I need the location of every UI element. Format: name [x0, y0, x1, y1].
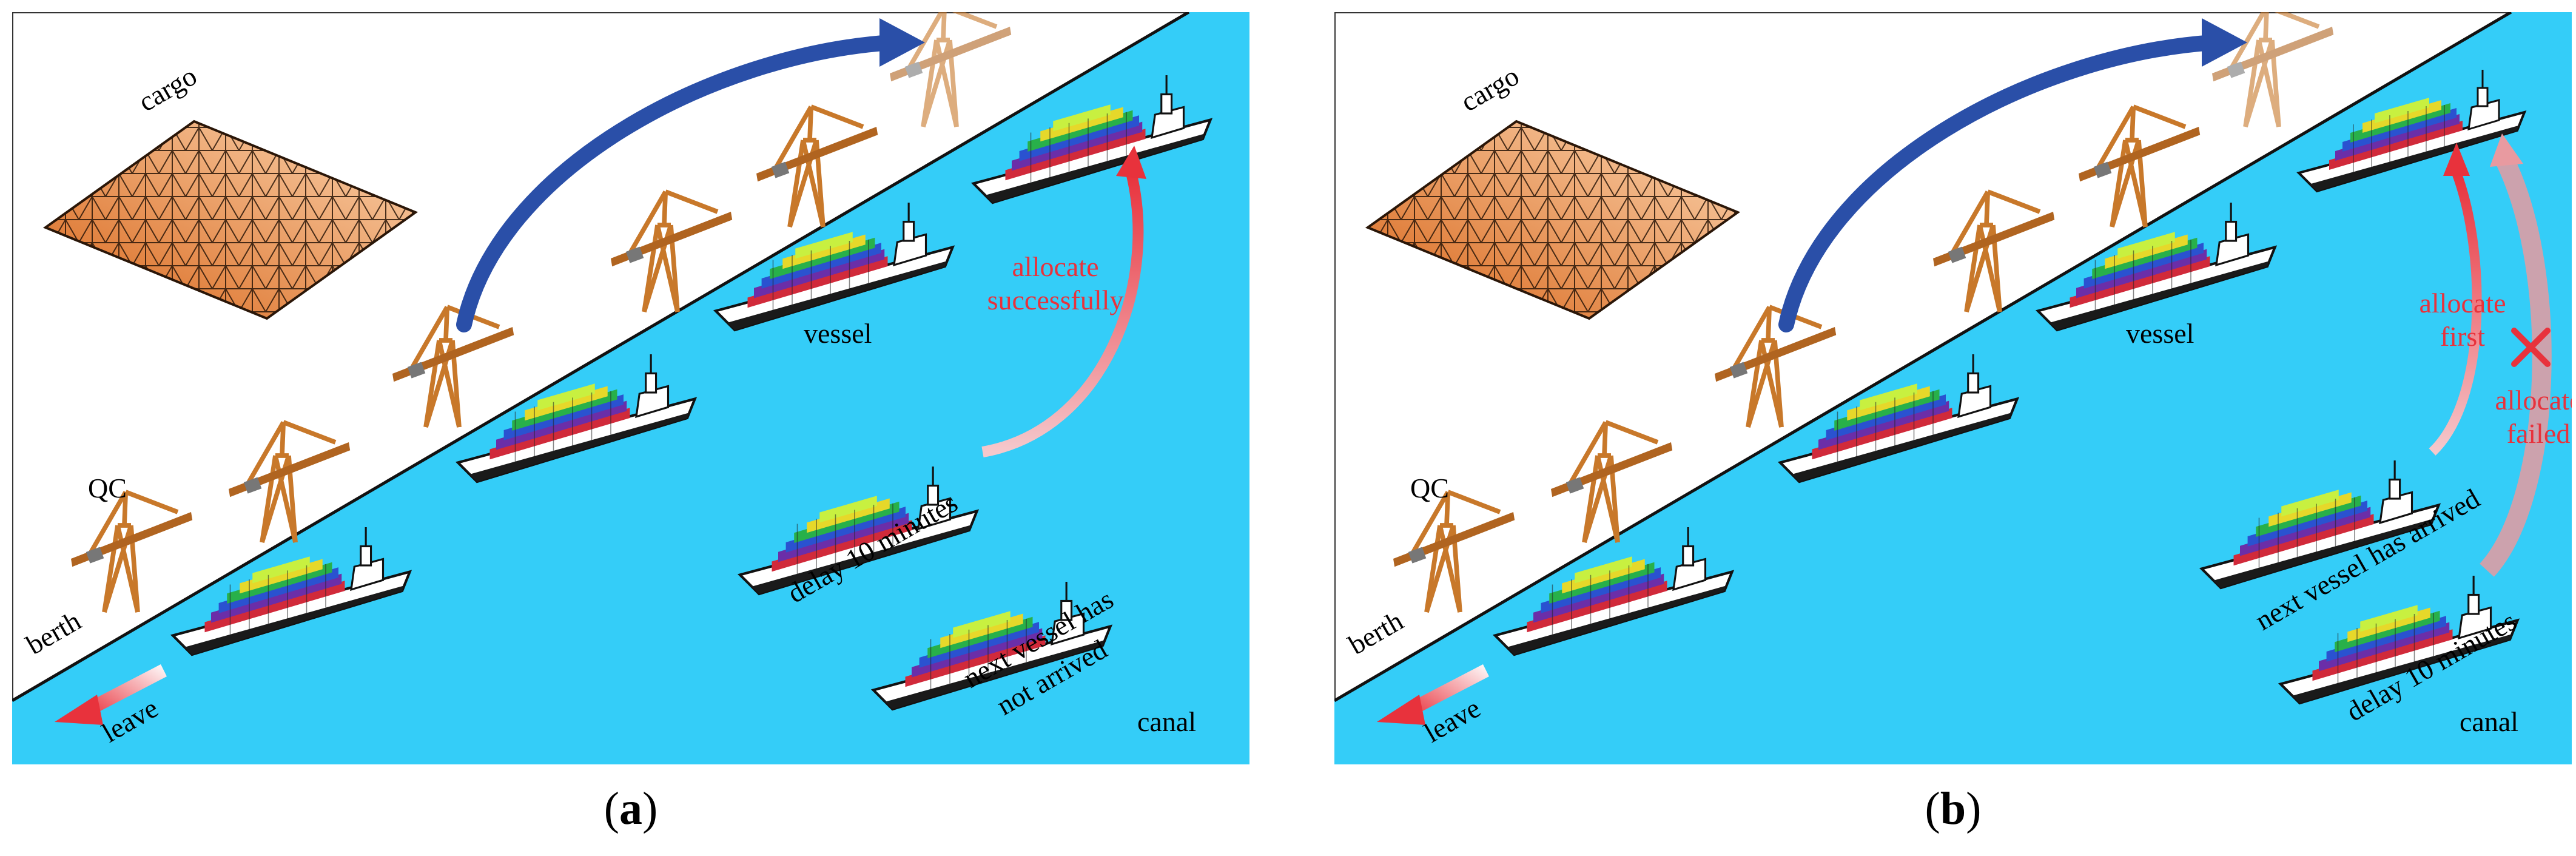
label-allocate-line1: allocate — [1012, 251, 1098, 282]
leave-arrowhead — [55, 695, 103, 725]
leave-arrowhead — [1377, 695, 1425, 725]
label-allocate-failed-line1: allocate — [2495, 385, 2572, 416]
crane-move-arrow — [456, 35, 900, 332]
allocate-first-arrow — [2429, 171, 2482, 456]
panel-b: cargo QC berth vessel allocate first all… — [1334, 12, 2572, 764]
panel-b-scene: cargo QC berth vessel allocate first all… — [1334, 12, 2572, 764]
allocate-failed-arrowhead — [2490, 133, 2523, 167]
caption-a: (a) — [604, 783, 658, 834]
label-qc: QC — [88, 473, 127, 504]
label-canal: canal — [1137, 706, 1196, 737]
panel-a-scene: cargo QC berth vessel allocate successfu… — [12, 12, 1249, 764]
leave-arrow — [85, 664, 167, 716]
berth-line — [1334, 12, 2512, 703]
label-allocate-first-line2: first — [2440, 321, 2485, 352]
crane-move-arrowhead — [879, 18, 925, 67]
label-vessel: vessel — [804, 318, 872, 349]
leave-arrow — [1407, 664, 1489, 716]
label-allocate-failed-line2: failed — [2507, 418, 2571, 449]
crane-move-arrow — [1778, 35, 2222, 332]
label-qc: QC — [1410, 473, 1449, 504]
allocate-failed-arrow — [2479, 157, 2552, 577]
cargo-yard — [1365, 120, 1741, 320]
berth-line — [12, 12, 1190, 703]
crane-move-arrowhead — [2202, 18, 2247, 67]
panel-a: cargo QC berth vessel allocate successfu… — [12, 12, 1249, 764]
allocate-first-arrowhead — [2443, 143, 2470, 176]
label-canal: canal — [2460, 706, 2518, 737]
cargo-yard — [42, 120, 419, 320]
allocate-arrow — [981, 171, 1144, 457]
allocate-arrowhead — [1116, 146, 1146, 179]
label-allocate-line2: successfully — [987, 285, 1124, 315]
caption-b: (b) — [1925, 783, 1982, 834]
label-vessel: vessel — [2126, 318, 2194, 349]
label-allocate-first-line1: allocate — [2419, 288, 2506, 318]
failed-cross-icon — [2511, 328, 2551, 367]
